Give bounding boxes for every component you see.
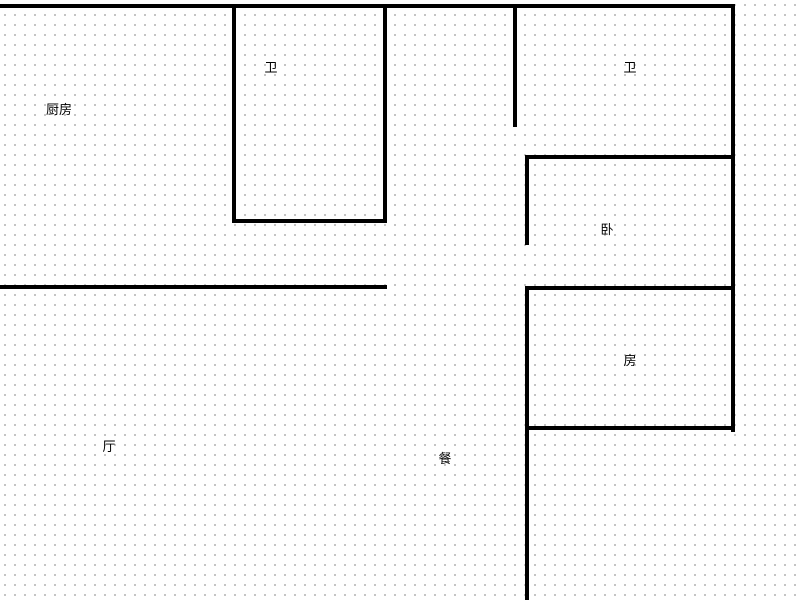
room-label-bedroom-upper: 卧: [600, 223, 614, 238]
room-label-bathroom-left: 卫: [264, 61, 278, 76]
room-label-living: 厅: [102, 440, 116, 455]
room-label-kitchen: 厨房: [45, 103, 73, 118]
room-label-dining: 餐: [438, 452, 452, 467]
room-label-bathroom-right: 卫: [623, 61, 637, 76]
room-label-bedroom-lower: 房: [623, 354, 637, 369]
